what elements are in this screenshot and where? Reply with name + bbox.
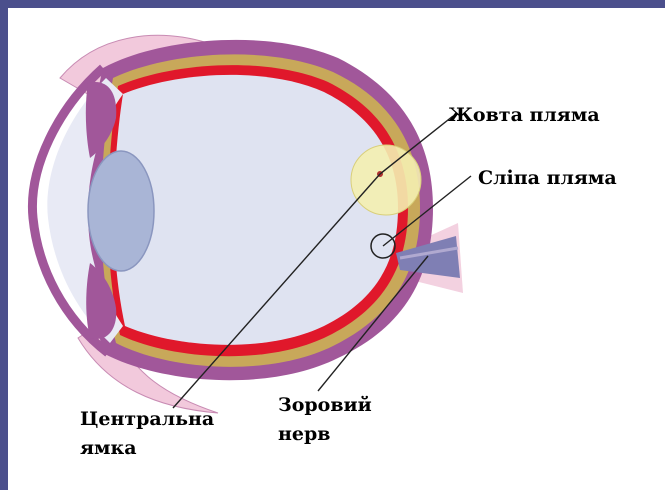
label-fovea-line2: ямка [80, 437, 214, 460]
label-yellow-spot: Жовта пляма [448, 104, 600, 127]
label-fovea-line1: Центральна [80, 408, 214, 431]
label-optic-nerve: Зоровий нерв [278, 394, 372, 446]
label-optic-nerve-line1: Зоровий [278, 394, 372, 417]
label-optic-nerve-line2: нерв [278, 423, 372, 446]
label-blind-spot: Сліпа пляма [478, 167, 617, 190]
eye-diagram: Жовта пляма Сліпа пляма Центральна ямка … [8, 8, 665, 490]
vitreous-body [114, 75, 398, 345]
macula [351, 145, 421, 215]
lens [88, 151, 154, 271]
label-fovea: Центральна ямка [80, 408, 214, 460]
